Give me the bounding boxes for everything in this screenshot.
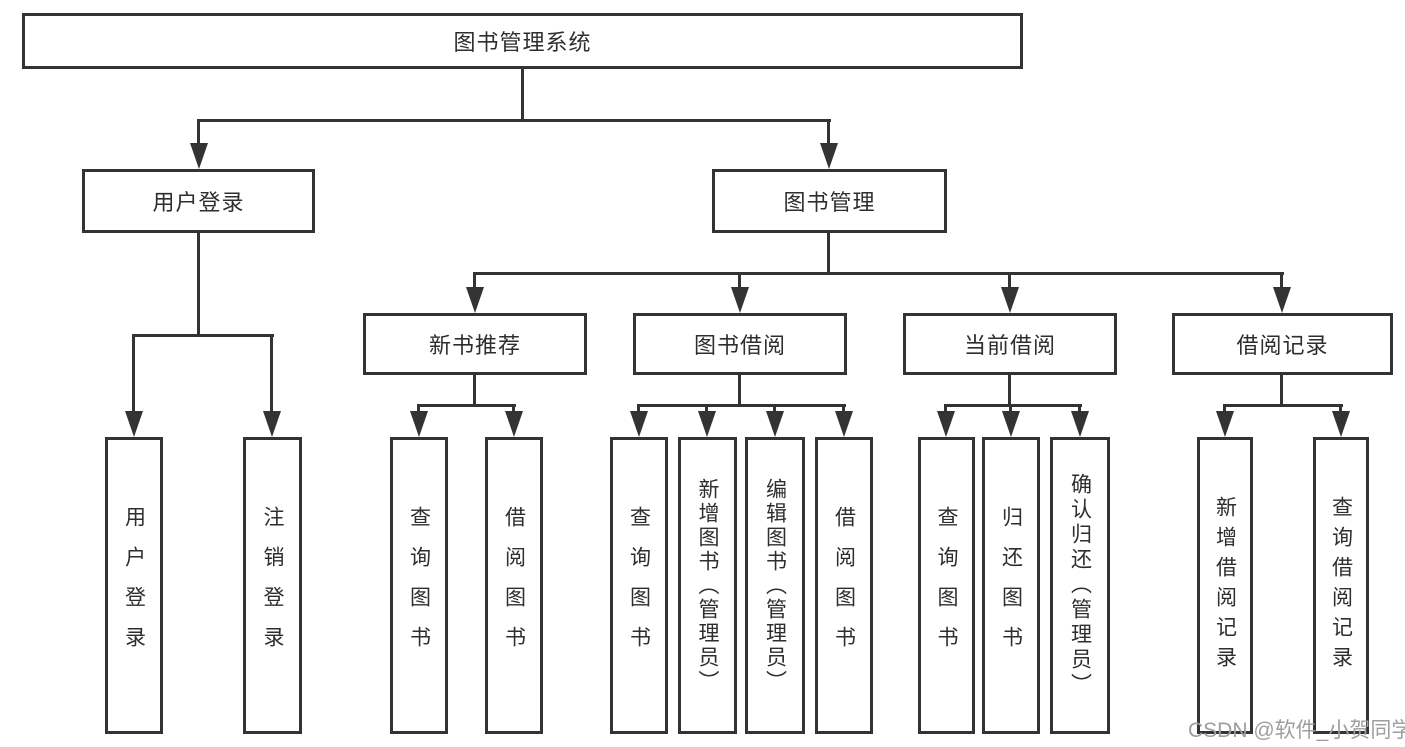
node-user-login-label: 用户登录 bbox=[152, 190, 245, 215]
connector-leaf-edit-books-drop bbox=[773, 404, 776, 414]
node-new-book-recommend: 新书推荐 bbox=[363, 313, 587, 375]
arrowhead-leaf-edit-books bbox=[766, 411, 784, 437]
connector-leaf-add-books-drop bbox=[705, 404, 708, 414]
leaf-return-books-label: 归还图书 bbox=[999, 505, 1023, 666]
node-current-borrowing: 当前借阅 bbox=[903, 313, 1117, 375]
connector-root-stem bbox=[521, 69, 524, 120]
connector-borrowing-stem bbox=[738, 375, 741, 407]
leaf-add-borrow-record: 新增借阅记录 bbox=[1197, 437, 1253, 734]
leaf-add-books-admin-label: 新增图书（管理员） bbox=[696, 477, 719, 694]
leaf-borrow-books-recommend-label: 借阅图书 bbox=[502, 505, 526, 666]
connector-records-stem bbox=[1280, 375, 1283, 407]
connector-leaf-return-drop bbox=[1009, 404, 1012, 414]
connector-leaf-query2-drop bbox=[637, 404, 640, 414]
connector-recommend-bus bbox=[417, 404, 516, 407]
connector-recommend-drop bbox=[473, 272, 476, 290]
node-book-borrowing-label: 图书借阅 bbox=[693, 333, 786, 358]
arrowhead-book-mgmt bbox=[820, 143, 838, 169]
arrowhead-leaf-return bbox=[1002, 411, 1020, 437]
arrowhead-leaf-add-record bbox=[1216, 411, 1234, 437]
node-borrow-records: 借阅记录 bbox=[1172, 313, 1393, 375]
node-current-borrowing-label: 当前借阅 bbox=[963, 333, 1056, 358]
leaf-return-books: 归还图书 bbox=[982, 437, 1040, 734]
connector-user-login-stem bbox=[197, 233, 200, 337]
connector-leaf-query-record-drop bbox=[1339, 404, 1342, 414]
leaf-borrow-books-borrowing: 借阅图书 bbox=[815, 437, 873, 734]
connector-user-login-drop bbox=[197, 119, 200, 145]
node-root-label: 图书管理系统 bbox=[453, 30, 592, 55]
arrowhead-recommend bbox=[466, 287, 484, 313]
leaf-query-books-current: 查询图书 bbox=[918, 437, 975, 734]
arrowhead-leaf-confirm bbox=[1071, 411, 1089, 437]
connector-borrowing-bus bbox=[637, 404, 846, 407]
leaf-confirm-return-admin-label: 确认归还（管理员） bbox=[1068, 473, 1092, 698]
leaf-query-books-recommend: 查询图书 bbox=[390, 437, 448, 734]
node-new-book-recommend-label: 新书推荐 bbox=[428, 333, 521, 358]
connector-current-drop bbox=[1008, 272, 1011, 290]
arrowhead-borrowing bbox=[731, 287, 749, 313]
leaf-edit-books-admin: 编辑图书（管理员） bbox=[745, 437, 805, 734]
arrowhead-leaf-query3 bbox=[937, 411, 955, 437]
connector-book-mgmt-drop bbox=[827, 119, 830, 145]
node-user-login: 用户登录 bbox=[82, 169, 315, 233]
arrowhead-leaf-borrow1 bbox=[505, 411, 523, 437]
arrowhead-current bbox=[1001, 287, 1019, 313]
leaf-edit-books-admin-label: 编辑图书（管理员） bbox=[763, 477, 787, 694]
connector-level2-bus bbox=[197, 119, 831, 122]
arrowhead-leaf-user-login bbox=[125, 411, 143, 437]
leaf-query-books-current-label: 查询图书 bbox=[935, 505, 958, 666]
leaf-query-books-borrowing-label: 查询图书 bbox=[627, 505, 651, 666]
connector-leaf-borrow1-drop bbox=[512, 404, 515, 414]
connector-leaf-logout-drop bbox=[270, 334, 273, 413]
connector-records-bus bbox=[1223, 404, 1343, 407]
arrowhead-leaf-query-record bbox=[1332, 411, 1350, 437]
leaf-add-borrow-record-label: 新增借阅记录 bbox=[1213, 495, 1237, 676]
leaf-query-books-borrowing: 查询图书 bbox=[610, 437, 668, 734]
connector-leaf-user-login-drop bbox=[132, 334, 135, 413]
arrowhead-leaf-query2 bbox=[630, 411, 648, 437]
connector-current-stem bbox=[1008, 375, 1011, 407]
leaf-borrow-books-borrowing-label: 借阅图书 bbox=[832, 505, 856, 666]
connector-user-login-bus bbox=[132, 334, 274, 337]
arrowhead-leaf-add-books bbox=[698, 411, 716, 437]
leaf-query-borrow-record-label: 查询借阅记录 bbox=[1329, 495, 1353, 676]
arrowhead-user-login bbox=[190, 143, 208, 169]
leaf-query-books-recommend-label: 查询图书 bbox=[407, 505, 431, 666]
connector-recommend-stem bbox=[473, 375, 476, 407]
connector-leaf-query1-drop bbox=[417, 404, 420, 414]
node-root-library-system: 图书管理系统 bbox=[22, 13, 1023, 69]
arrowhead-leaf-borrow2 bbox=[835, 411, 853, 437]
connector-records-drop bbox=[1280, 272, 1283, 290]
node-book-management-label: 图书管理 bbox=[783, 190, 876, 215]
leaf-add-books-admin: 新增图书（管理员） bbox=[678, 437, 737, 734]
leaf-user-login-label: 用户登录 bbox=[122, 505, 146, 666]
node-book-management: 图书管理 bbox=[712, 169, 947, 233]
arrowhead-leaf-logout bbox=[263, 411, 281, 437]
connector-borrowing-drop bbox=[738, 272, 741, 290]
connector-leaf-confirm-drop bbox=[1078, 404, 1081, 414]
connector-leaf-borrow2-drop bbox=[842, 404, 845, 414]
node-book-borrowing: 图书借阅 bbox=[633, 313, 847, 375]
connector-leaf-query3-drop bbox=[944, 404, 947, 414]
leaf-confirm-return-admin: 确认归还（管理员） bbox=[1050, 437, 1110, 734]
watermark: CSDN @软件_小贺同学 bbox=[1188, 719, 1405, 742]
connector-leaf-add-record-drop bbox=[1223, 404, 1226, 414]
leaf-borrow-books-recommend: 借阅图书 bbox=[485, 437, 543, 734]
leaf-user-login: 用户登录 bbox=[105, 437, 163, 734]
arrowhead-leaf-query1 bbox=[410, 411, 428, 437]
connector-level3-bus bbox=[473, 272, 1284, 275]
connector-current-bus bbox=[944, 404, 1082, 407]
arrowhead-records bbox=[1273, 287, 1291, 313]
connector-book-mgmt-stem bbox=[827, 233, 830, 275]
node-borrow-records-label: 借阅记录 bbox=[1236, 333, 1329, 358]
leaf-logout-label: 注销登录 bbox=[261, 505, 284, 666]
leaf-query-borrow-record: 查询借阅记录 bbox=[1313, 437, 1369, 734]
leaf-logout: 注销登录 bbox=[243, 437, 302, 734]
